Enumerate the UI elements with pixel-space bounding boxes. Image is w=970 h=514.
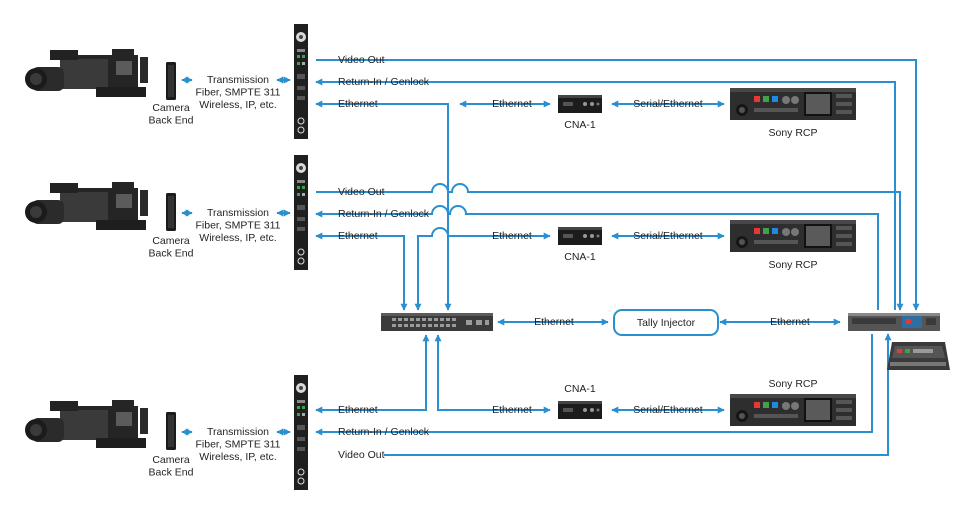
signal-labels: Video Out Return-In / Genlock Ethernet V…: [338, 54, 430, 461]
cna-1-device-icon: [558, 95, 602, 113]
sony-rcp-label: Sony RCP: [768, 259, 817, 271]
video-out-label: Video Out: [338, 449, 385, 461]
sony-rcp-label: Sony RCP: [768, 127, 817, 139]
camera-icon: [25, 182, 148, 230]
control-chain-labels: Ethernet CNA-1 Serial/Ethernet Sony RCP …: [492, 98, 817, 416]
ethernet-label: Ethernet: [492, 98, 532, 110]
serial-ethernet-label: Serial/Ethernet: [633, 404, 703, 416]
hub-labels: Ethernet Tally Injector Ethernet: [534, 316, 810, 329]
production-switcher-icon: [887, 342, 950, 370]
ethernet-label: Ethernet: [770, 316, 810, 328]
video-out-label: Video Out: [338, 186, 385, 198]
fiber-base-station-icon: [293, 154, 309, 271]
cna-1-label: CNA-1: [564, 251, 596, 263]
ethernet-label: Ethernet: [492, 404, 532, 416]
camera-back-end-icon: [166, 412, 176, 450]
video-out-label: Video Out: [338, 54, 385, 66]
sony-rcp-label: Sony RCP: [768, 378, 817, 390]
ethernet-label: Ethernet: [492, 230, 532, 242]
cna-1-device-icon: [558, 227, 602, 245]
return-genlock-label: Return-In / Genlock: [338, 208, 430, 220]
network-switch-icon: [381, 313, 493, 331]
camera-back-end-icon: [166, 62, 176, 100]
ethernet-label: Ethernet: [338, 230, 378, 242]
ethernet-label: Ethernet: [338, 404, 378, 416]
serial-ethernet-label: Serial/Ethernet: [633, 98, 703, 110]
camera-back-end-icon: [166, 193, 176, 231]
return-genlock-label: Return-In / Genlock: [338, 426, 430, 438]
tally-injector-box: [613, 309, 719, 336]
fiber-base-station-icon: [293, 23, 309, 140]
serial-ethernet-label: Serial/Ethernet: [633, 230, 703, 242]
fiber-base-station-icon: [293, 374, 309, 491]
camera-icon: [25, 400, 148, 448]
connection-lines: [181, 59, 920, 456]
sony-rcp-icon: [730, 88, 856, 120]
tally-injector-label: Tally Injector: [637, 317, 696, 329]
camera-icon: [25, 49, 148, 97]
cna-1-label: CNA-1: [564, 383, 596, 395]
return-genlock-label: Return-In / Genlock: [338, 76, 430, 88]
cna-1-device-icon: [558, 401, 602, 419]
ethernet-label: Ethernet: [534, 316, 574, 328]
sony-rcp-icon: [730, 220, 856, 252]
sony-rcp-icon: [730, 394, 856, 426]
cna-1-label: CNA-1: [564, 119, 596, 131]
video-router-icon: [848, 313, 940, 331]
ethernet-label: Ethernet: [338, 98, 378, 110]
